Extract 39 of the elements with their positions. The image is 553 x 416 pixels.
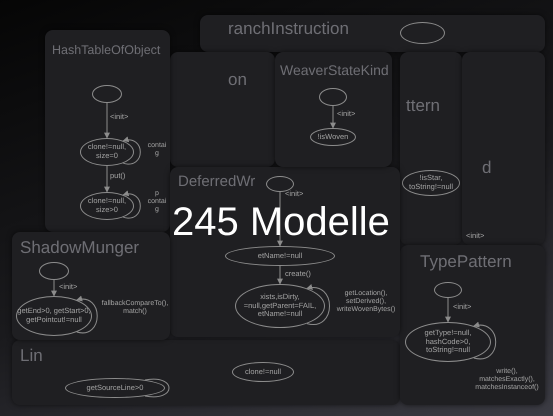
diagram-card <box>400 245 545 405</box>
card-title: on <box>228 70 247 90</box>
diagram-card <box>45 30 170 232</box>
card-title: HashTableOfObject <box>52 42 160 59</box>
transition-arrow <box>104 166 110 193</box>
initial-state-ellipse <box>266 176 294 192</box>
card-title: ranchInstruction <box>228 19 349 39</box>
initial-state-ellipse <box>319 88 347 106</box>
card-title: DeferredWr <box>178 172 256 192</box>
slide-title: 245 Modelle <box>172 200 390 244</box>
diagram-card <box>12 340 400 405</box>
transition-arrow <box>445 298 451 323</box>
diagram-card <box>400 52 462 245</box>
card-title: WeaverStateKind <box>280 61 389 80</box>
diagram-card <box>200 15 545 52</box>
transition-arrow <box>76 296 98 334</box>
diagram-card <box>12 232 170 340</box>
transition-arrow <box>306 284 330 325</box>
transition-arrow <box>473 322 496 360</box>
diagram-card <box>170 167 400 337</box>
transition-arrow <box>122 136 141 165</box>
card-title: TypePattern <box>420 252 512 272</box>
card-title: ShadowMunger <box>20 238 140 258</box>
transition-arrow <box>51 280 57 297</box>
card-title: d <box>482 158 492 178</box>
diagram-card <box>170 52 275 167</box>
card-title: Lin <box>20 346 43 366</box>
card-title: ttern <box>406 96 440 116</box>
transition-arrow <box>104 102 110 139</box>
transition-arrow <box>277 192 283 247</box>
diagram-card <box>462 52 545 245</box>
transition-arrow <box>330 106 336 129</box>
initial-state-ellipse <box>400 22 445 44</box>
initial-state-ellipse <box>39 262 69 280</box>
initial-state-ellipse <box>434 282 462 298</box>
initial-state-ellipse <box>92 85 122 103</box>
diagram-card <box>275 52 392 167</box>
transition-arrow <box>277 266 283 285</box>
transition-arrow <box>122 190 141 219</box>
